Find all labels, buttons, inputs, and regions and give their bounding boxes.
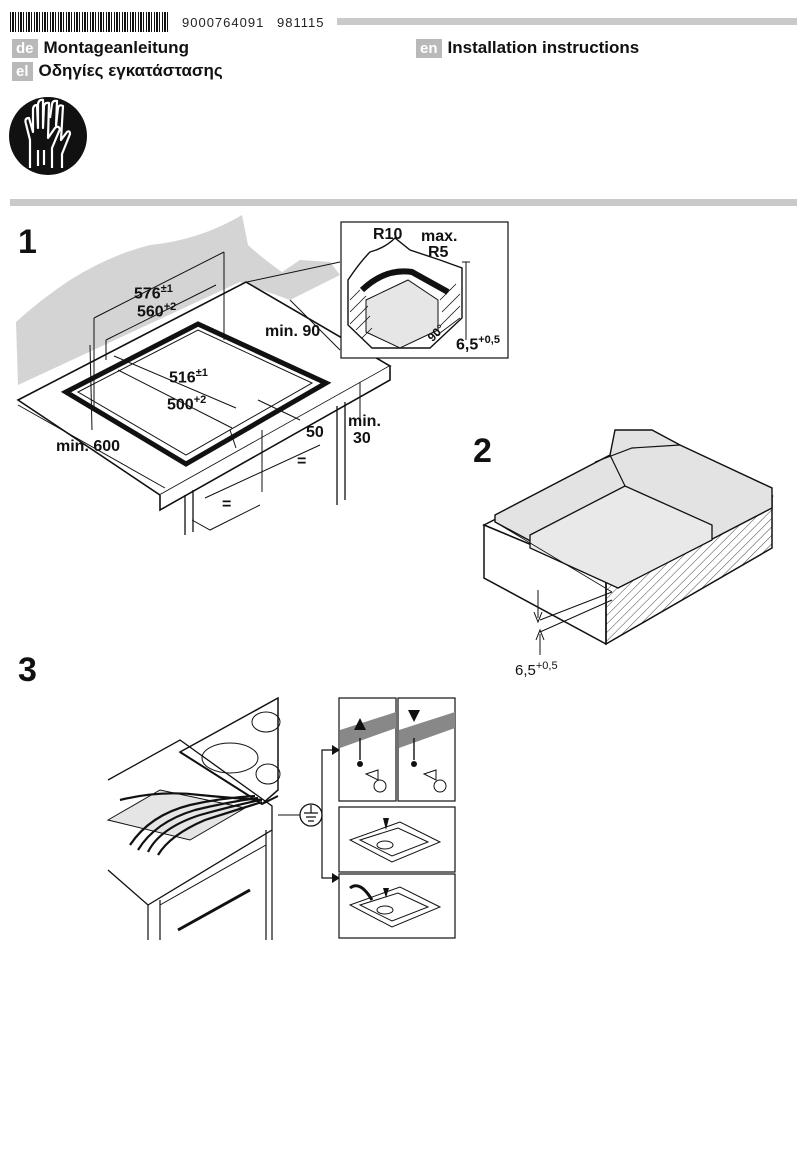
lang-code: en [416,38,442,58]
dim-6-5-fig2: 6,5+0,5 [515,660,558,679]
dim-500: 500+2 [167,394,206,414]
radius-max-label: max. [421,228,458,245]
angle-90: 90° [424,321,448,345]
doc-number: 9000764091 [182,15,265,30]
dim-50: 50 [306,424,324,441]
dim-tolerance: +0,5 [478,334,500,346]
dim-516: 516±1 [169,367,208,387]
lang-el: el Οδηγίες εγκατάστασης [12,61,223,81]
barcode [10,12,170,32]
dim-6-5: 6,5+0,5 [456,334,500,354]
step-number-1: 1 [18,223,37,261]
dim-tolerance: +0,5 [535,660,558,672]
lang-code: el [12,61,33,81]
lang-title: Montageanleitung [43,38,189,57]
lang-title: Installation instructions [447,38,640,57]
step-number-3: 3 [18,651,37,689]
dim-min-30-label: min. [348,413,381,430]
step-number-2: 2 [473,432,492,470]
dim-value: 516 [169,369,196,387]
dim-value: 6,5 [456,336,479,354]
dim-576: 576±1 [134,283,173,303]
dim-value: 560 [137,303,164,321]
lang-title: Οδηγίες εγκατάστασης [38,61,223,80]
header-rule [337,18,797,25]
radius-r5: R5 [428,244,449,261]
dim-min-600: min. 600 [56,438,121,455]
lang-de: de Montageanleitung [12,38,189,58]
lang-code: de [12,38,38,58]
dim-min-90: min. 90 [265,323,321,340]
equal-mark: = [297,453,307,470]
dim-value: 576 [134,285,161,303]
equal-mark: = [222,496,232,513]
lang-en: en Installation instructions [416,38,639,58]
dim-tolerance: +2 [163,301,177,313]
radius-r10: R10 [373,226,403,243]
section-rule [10,199,797,206]
dim-value: 500 [167,396,194,414]
dim-tolerance: ±1 [195,367,208,379]
dim-tolerance: ±1 [160,283,173,295]
dim-560: 560+2 [137,301,176,321]
doc-date: 981115 [277,15,325,30]
dim-min-30-value: 30 [353,430,371,447]
dim-tolerance: +2 [193,394,207,406]
dim-value: 6,5 [515,662,536,679]
